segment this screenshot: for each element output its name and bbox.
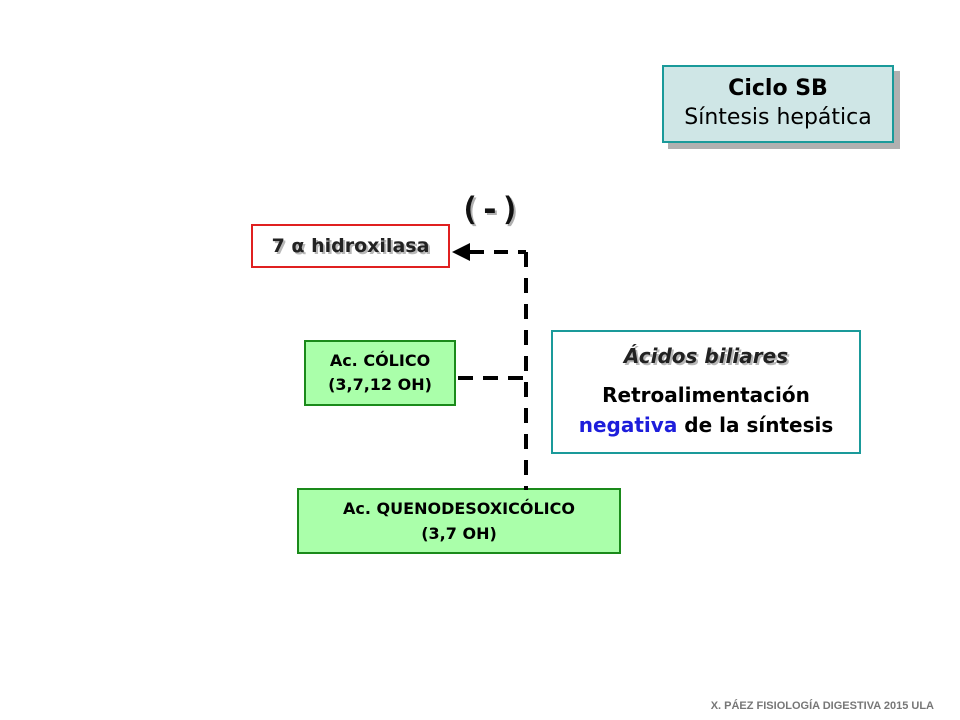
colico-formula: (3,7,12 OH) bbox=[328, 375, 432, 394]
colico-box: Ac. CÓLICO (3,7,12 OH) bbox=[304, 340, 456, 406]
quenodesoxicolico-name: Ac. QUENODESOXICÓLICO bbox=[343, 499, 575, 518]
title-line-1: Ciclo SB bbox=[728, 76, 828, 101]
feedback-line-1: Retroalimentación bbox=[602, 383, 810, 407]
inhibition-sign: (-) bbox=[460, 190, 521, 228]
title-line-2: Síntesis hepática bbox=[684, 105, 872, 130]
feedback-line-2: negativa de la síntesis bbox=[579, 410, 834, 440]
feedback-line-2-rest: de la síntesis bbox=[677, 413, 834, 437]
enzyme-box: 7 α hidroxilasa bbox=[251, 224, 450, 268]
title-box: Ciclo SB Síntesis hepática bbox=[662, 65, 894, 143]
colico-name: Ac. CÓLICO bbox=[329, 351, 431, 370]
enzyme-label: 7 α hidroxilasa bbox=[271, 235, 430, 257]
quenodesoxicolico-formula: (3,7 OH) bbox=[421, 524, 497, 543]
acidos-biliares-heading: Ácidos biliares bbox=[623, 344, 789, 368]
negative-highlight: negativa bbox=[578, 413, 678, 437]
acidos-biliares-box: Ácidos biliares Retroalimentación negati… bbox=[551, 330, 861, 454]
footer-credit: X. PÁEZ FISIOLOGÍA DIGESTIVA 2015 ULA bbox=[710, 700, 934, 712]
arrowhead-icon bbox=[452, 243, 470, 261]
quenodesoxicolico-box: Ac. QUENODESOXICÓLICO (3,7 OH) bbox=[297, 488, 621, 554]
